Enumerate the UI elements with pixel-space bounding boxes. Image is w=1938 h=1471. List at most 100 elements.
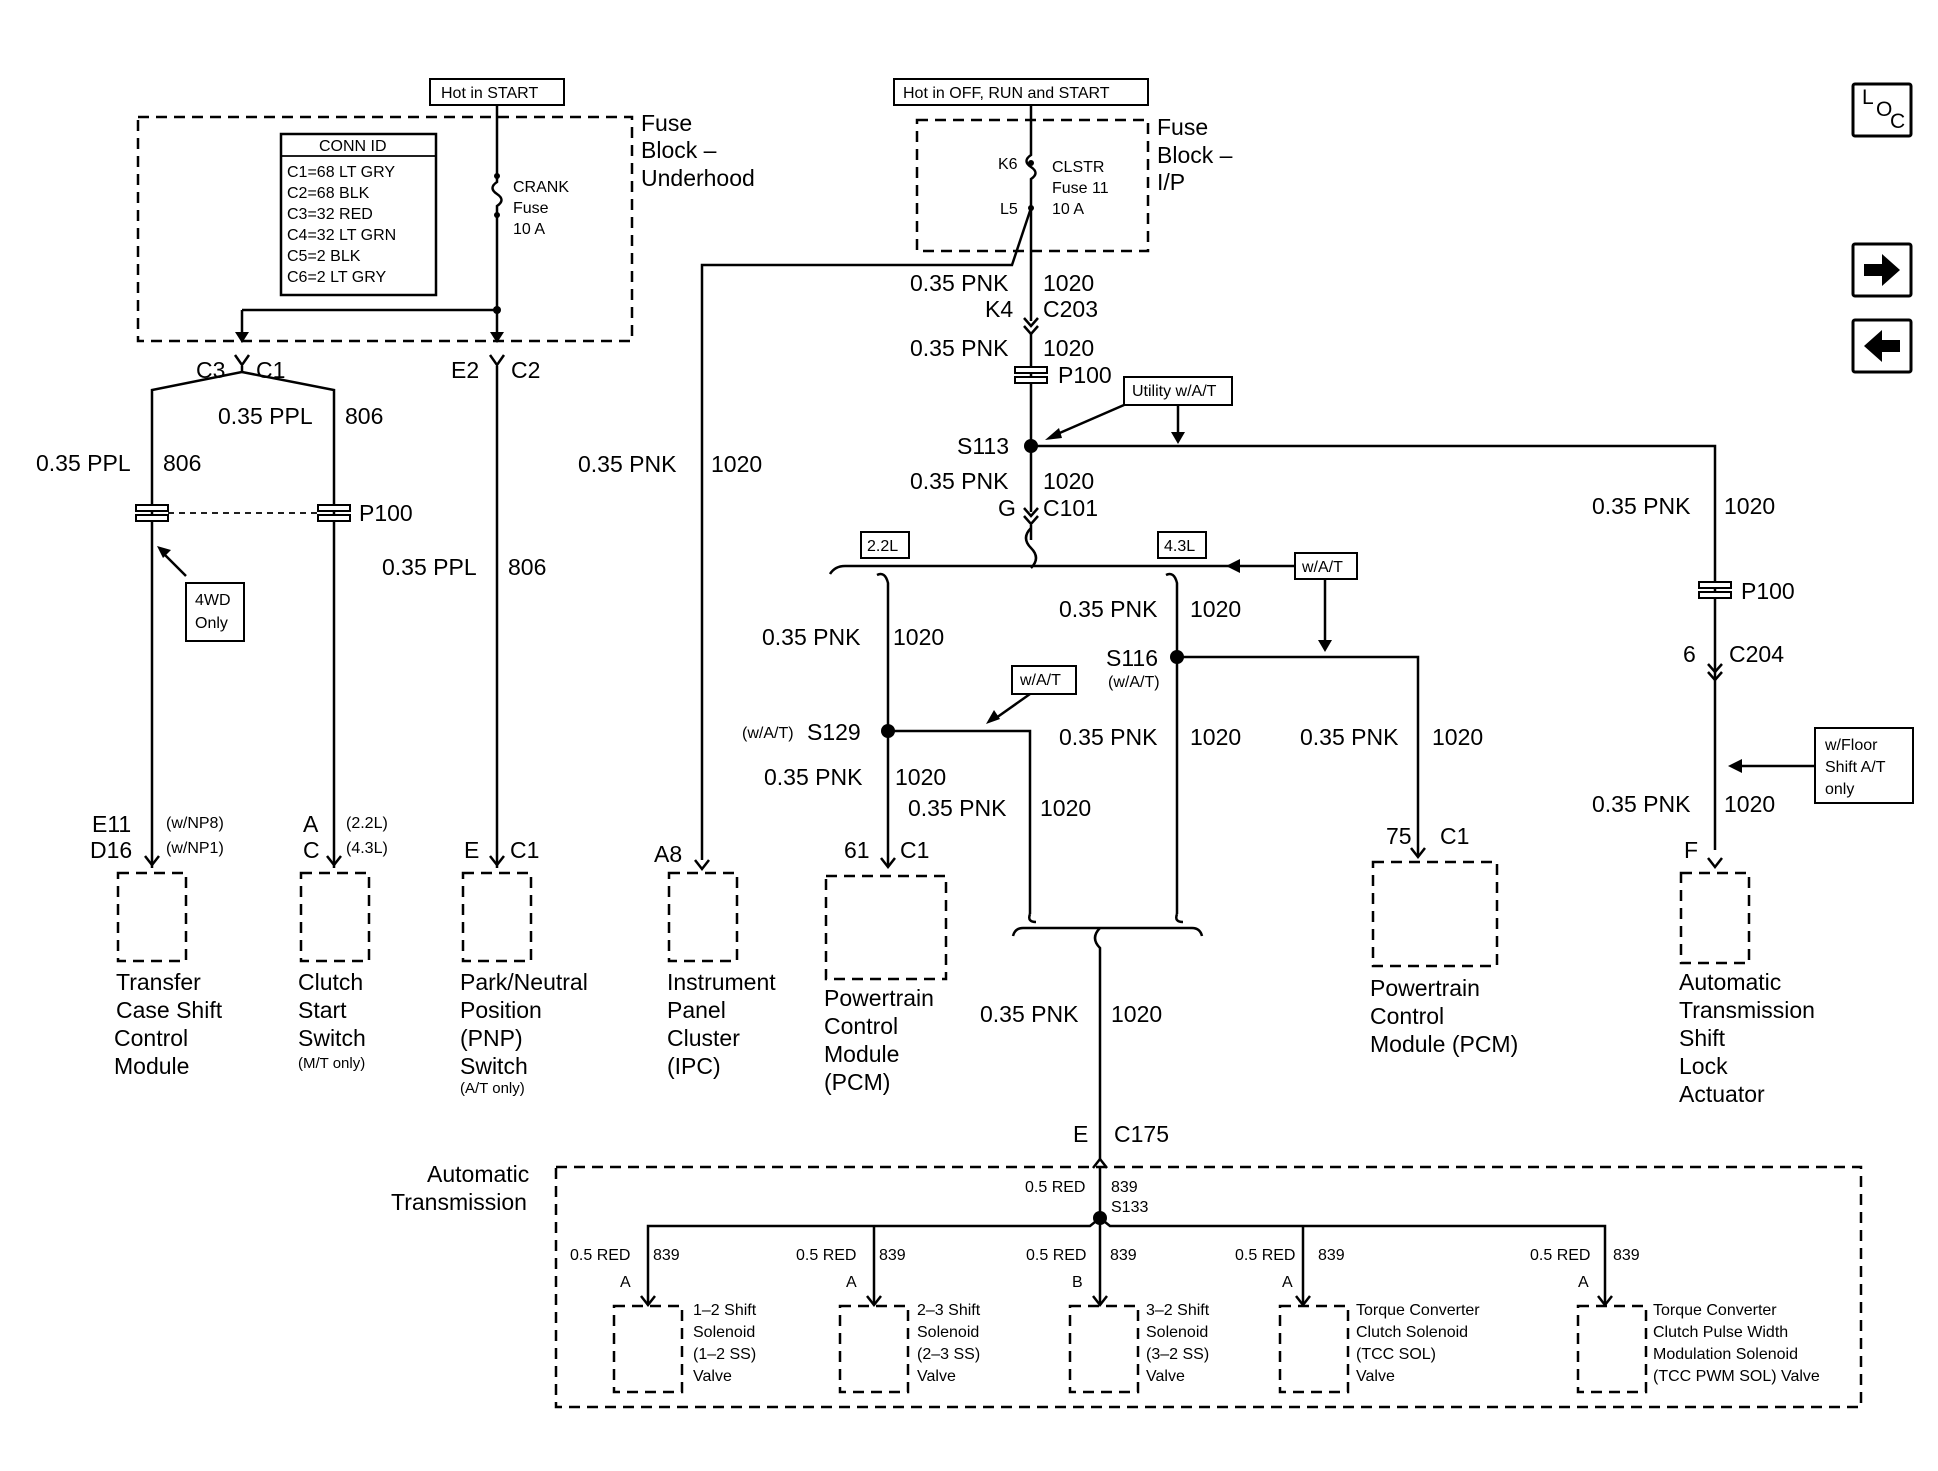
p100-label-left: P100 <box>359 500 413 526</box>
ss23-label-3: (2–3 SS) <box>917 1346 980 1363</box>
conn-id-c1: C1=68 LT GRY <box>287 164 395 181</box>
wire-pnk-label-atsla-a: 0.35 PNK <box>1592 493 1691 519</box>
previous-page-button[interactable] <box>1851 318 1913 374</box>
wire-806-label-pnp: 806 <box>508 554 546 580</box>
fuse-block-ip: Hot in OFF, RUN and START Fuse Block – I… <box>893 78 1233 253</box>
wat-label-s129: w/A/T <box>1019 672 1061 689</box>
wire-pnk-label-s116: 0.35 PNK <box>1059 596 1158 622</box>
wire-839-label-tcc: 839 <box>1318 1247 1345 1264</box>
splice-s116-note: (w/A/T) <box>1108 674 1160 691</box>
conn-e2-label: E2 <box>451 357 479 383</box>
next-page-button[interactable] <box>1851 242 1913 298</box>
conn-c2-label: C2 <box>511 357 540 383</box>
park-neutral-position-switch: Park/Neutral Position (PNP) Switch (A/T … <box>460 871 588 1097</box>
wire-806-label-left: 806 <box>163 450 201 476</box>
conn-id-c5: C5=2 BLK <box>287 248 361 265</box>
pin-label-ss23: A <box>846 1274 857 1291</box>
pin-e-label: E <box>464 837 479 863</box>
transfer-case-shift-control-module: Transfer Case Shift Control Module <box>114 871 223 1079</box>
pin-label-tcc: A <box>1282 1274 1293 1291</box>
conn-id-c4: C4=32 LT GRN <box>287 227 396 244</box>
ss12-label-4: Valve <box>693 1368 732 1385</box>
loc-letter-o: O <box>1876 98 1892 121</box>
pin-label-ss12: A <box>620 1274 631 1291</box>
arrow-left-icon <box>1864 330 1900 362</box>
automatic-transmission-shift-lock-actuator: Automatic Transmission Shift Lock Actuat… <box>1679 871 1815 1107</box>
wire-red-label-s133: 0.5 RED <box>1025 1179 1085 1196</box>
wire-1020-label-c175: 1020 <box>1111 1001 1162 1027</box>
wire-1020-label-atsla-a: 1020 <box>1724 493 1775 519</box>
clutch-label-1: Clutch <box>298 969 363 995</box>
conn-id-table: CONN ID C1=68 LT GRY C2=68 BLK C3=32 RED… <box>279 132 438 297</box>
crank-fuse-label-3: 10 A <box>513 221 545 238</box>
conn-id-title: CONN ID <box>319 138 387 155</box>
wire-839-label-ss23: 839 <box>879 1247 906 1264</box>
automatic-transmission-assembly: Automatic Transmission 0.5 RED 839 S133 … <box>391 1161 1863 1409</box>
ss23-label-1: 2–3 Shift <box>917 1302 981 1319</box>
wire-red-label-pwm: 0.5 RED <box>1530 1247 1590 1264</box>
location-button[interactable]: L O C <box>1851 82 1913 138</box>
wire-1020-label-s129: 1020 <box>893 624 944 650</box>
pcm1-label-2: Control <box>824 1013 898 1039</box>
clstr-fuse-label-3: 10 A <box>1052 201 1084 218</box>
22l-note: (2.2L) <box>346 815 388 832</box>
wire-pnk-label-s129: 0.35 PNK <box>762 624 861 650</box>
tcc-pwm-solenoid: Torque Converter Clutch Pulse Width Modu… <box>1576 1302 1820 1394</box>
tcc-label-3: (TCC SOL) <box>1356 1346 1436 1363</box>
pin-6-label: 6 <box>1683 641 1696 667</box>
wire-pnk-label-c175-a: 0.35 PNK <box>908 795 1007 821</box>
pin-g-label: G <box>998 495 1016 521</box>
wire-pnk-label-pcm1: 0.35 PNK <box>764 764 863 790</box>
ipc-label-2: Panel <box>667 997 726 1023</box>
hot-in-off-run-start-label: Hot in OFF, RUN and START <box>903 85 1110 102</box>
wire-pnk-label-pcm2-b: 0.35 PNK <box>1300 724 1399 750</box>
wire-pnk-label-c175: 0.35 PNK <box>980 1001 1079 1027</box>
wire-pnk-label-k4: 0.35 PNK <box>910 270 1009 296</box>
ipc-label-3: Cluster <box>667 1025 740 1051</box>
pnp-label-2: Position <box>460 997 542 1023</box>
conn-id-c2: C2=68 BLK <box>287 185 370 202</box>
wire-red-label-ss32: 0.5 RED <box>1026 1247 1086 1264</box>
tcsm-label-3: Control <box>114 1025 188 1051</box>
43l-note: (4.3L) <box>346 840 388 857</box>
conn-c101-label: C101 <box>1043 495 1098 521</box>
shift-solenoid-1-2: 1–2 Shift Solenoid (1–2 SS) Valve <box>612 1302 757 1394</box>
conn-id-c3: C3=32 RED <box>287 206 373 223</box>
tcc-label-1: Torque Converter <box>1356 1302 1480 1319</box>
powertrain-control-module-1: Powertrain Control Module (PCM) <box>824 874 948 1095</box>
wire-red-label-ss23: 0.5 RED <box>796 1247 856 1264</box>
pcm2-label-2: Control <box>1370 1003 1444 1029</box>
wire-839-label-ss32: 839 <box>1110 1247 1137 1264</box>
arrow-right-icon <box>1864 254 1900 286</box>
splice-s116-label: S116 <box>1106 645 1158 671</box>
pcm2-label-1: Powertrain <box>1370 975 1480 1001</box>
pin-label-pwm: A <box>1578 1274 1589 1291</box>
np1-note: (w/NP1) <box>166 840 224 857</box>
splice-s129-note: (w/A/T) <box>742 725 794 742</box>
wire-839-label-pwm: 839 <box>1613 1247 1640 1264</box>
clutch-note: (M/T only) <box>298 1055 365 1072</box>
ss12-label-3: (1–2 SS) <box>693 1346 756 1363</box>
pin-61-label: 61 <box>844 837 870 863</box>
fuse-block-ip-label-2: Block – <box>1157 142 1233 168</box>
shift-solenoid-2-3: 2–3 Shift Solenoid (2–3 SS) Valve <box>838 1302 981 1394</box>
wire-1020-label-s116: 1020 <box>1190 596 1241 622</box>
pwm-label-1: Torque Converter <box>1653 1302 1777 1319</box>
clutch-label-3: Switch <box>298 1025 366 1051</box>
crank-fuse-icon <box>494 173 500 218</box>
pin-l5-label: L5 <box>1000 201 1018 218</box>
pin-e-c175-label: E <box>1073 1121 1088 1147</box>
pin-k6-label: K6 <box>998 156 1018 173</box>
transmission-label-1: Automatic <box>427 1161 529 1187</box>
4wd-only-label-2: Only <box>195 615 228 632</box>
pnp-note: (A/T only) <box>460 1080 525 1097</box>
ss12-label-2: Solenoid <box>693 1324 755 1341</box>
conn-c175-label: C175 <box>1114 1121 1169 1147</box>
conn-c1-pcm2-label: C1 <box>1440 823 1469 849</box>
np8-note: (w/NP8) <box>166 815 224 832</box>
clutch-start-switch: Clutch Start Switch (M/T only) <box>298 871 371 1072</box>
ipc-wiring: 0.35 PNK 1020 A8 <box>578 207 1033 872</box>
atsla-label-3: Shift <box>1679 1025 1726 1051</box>
pin-label-ss32: B <box>1072 1274 1083 1291</box>
ss23-label-4: Valve <box>917 1368 956 1385</box>
